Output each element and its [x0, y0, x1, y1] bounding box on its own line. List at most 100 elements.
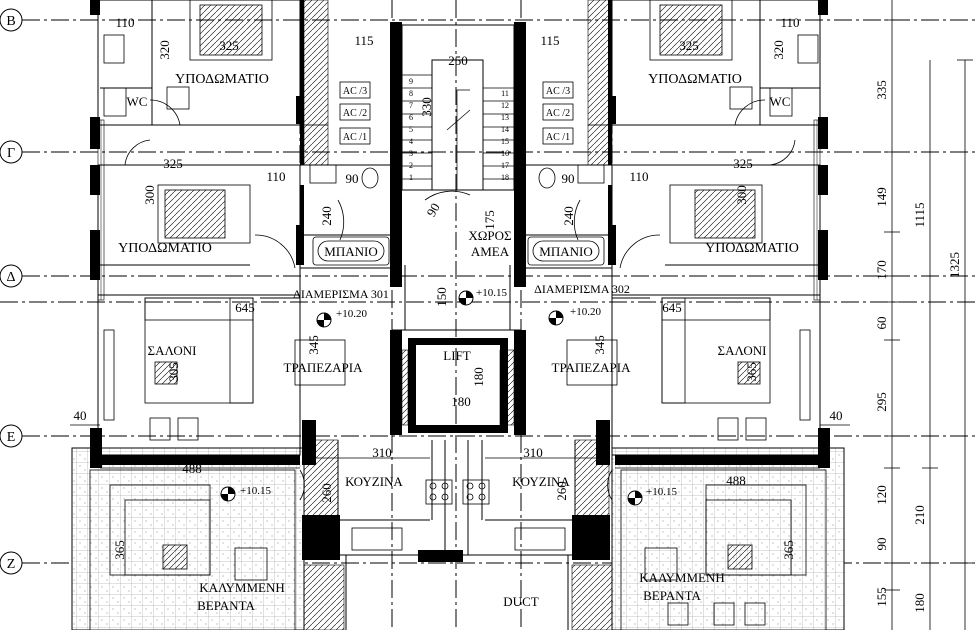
- wc-label-left: WC: [127, 94, 148, 109]
- level-text-right: +10.20: [570, 306, 601, 318]
- level-text-left: +10.20: [336, 308, 367, 320]
- rdim-60: 60: [874, 317, 889, 330]
- grid-bubble-b: Β: [0, 8, 23, 32]
- living-room-label-left: ΣΑΛΟΝΙ: [148, 343, 197, 358]
- structural-walls: [90, 0, 830, 562]
- stair-step-16: 16: [501, 149, 509, 158]
- stair-step-5: 5: [409, 125, 413, 134]
- grid-label-d: Δ: [6, 270, 15, 285]
- stair-step-3: 3: [409, 149, 413, 158]
- stair-treads: [402, 74, 514, 190]
- dim-300-right: 300: [734, 185, 749, 205]
- wc-label-right: WC: [770, 94, 791, 109]
- veranda-label-right-1: ΚΑΛΥΜΜΕΝΗ: [639, 570, 724, 585]
- dim-325-mid-right: 325: [733, 156, 753, 171]
- grid-label-b: Β: [6, 14, 15, 29]
- furniture: [103, 0, 819, 626]
- dim-40-right: 40: [830, 408, 843, 423]
- level-markers: [220, 290, 643, 506]
- ac-labels: AC /3 AC /2 AC /1 AC /3 AC /2 AC /1: [343, 86, 570, 143]
- dim-90-stair: 90: [423, 200, 442, 219]
- dim-150: 150: [434, 287, 449, 307]
- dim-645-left: 645: [235, 300, 255, 315]
- dim-240-left: 240: [319, 206, 334, 226]
- bedroom-label-mid-left: ΥΠΟΔΩΜΑΤΙΟ: [118, 241, 212, 256]
- stair-numbers: 9 8 7 6 5 4 3 2 1 11 12 13 14 15 16 17 1…: [409, 77, 509, 182]
- common-area-line-2: ΑΜΕΑ: [471, 244, 510, 259]
- dim-300-left: 300: [142, 185, 157, 205]
- dim-305-left: 305: [166, 362, 181, 382]
- dim-110-mid-left: 110: [266, 169, 285, 184]
- ac-label-left-3: AC /3: [343, 86, 367, 97]
- dim-325-top-right: 325: [679, 38, 699, 53]
- dim-90-right: 90: [562, 171, 575, 186]
- dim-345-right: 345: [592, 335, 607, 355]
- stair-step-13: 13: [501, 113, 509, 122]
- dim-260-left: 260: [319, 483, 334, 503]
- grid-bubble-c: Γ: [0, 140, 23, 164]
- rdim-90: 90: [874, 538, 889, 551]
- duct-label: DUCT: [503, 594, 538, 609]
- common-area-line-1: ΧΩΡΟΣ: [468, 228, 511, 243]
- dim-320-left: 320: [157, 40, 172, 60]
- stair-step-14: 14: [501, 125, 509, 134]
- dim-330: 330: [419, 97, 434, 117]
- level-text-veranda-left: +10.15: [240, 485, 271, 497]
- dim-310-left: 310: [372, 445, 392, 460]
- rdim-1325: 1325: [947, 252, 962, 278]
- dim-325-top-left: 325: [219, 38, 239, 53]
- rdim-155: 155: [874, 587, 889, 607]
- stair-step-8: 8: [409, 89, 413, 98]
- veranda-floor: [71, 447, 845, 630]
- stair-step-17: 17: [501, 161, 509, 170]
- bathroom-label-left: ΜΠΑΝΙΟ: [324, 244, 377, 259]
- kitchen-label-right: ΚΟΥΖΙΝΑ: [512, 474, 570, 489]
- ac-label-right-2: AC /2: [546, 108, 570, 119]
- rdim-180: 180: [912, 593, 927, 613]
- grid-label-z: Ζ: [7, 557, 16, 572]
- dining-label-left: ΤΡΑΠΕΖΑΡΙΑ: [284, 360, 364, 375]
- level-text-center: +10.15: [476, 287, 507, 299]
- dim-260-right: 260: [554, 481, 569, 501]
- rdim-149: 149: [874, 187, 889, 207]
- veranda-label-left-1: ΚΑΛΥΜΜΕΝΗ: [199, 580, 284, 595]
- dim-320-right: 320: [771, 40, 786, 60]
- dim-115-right: 115: [540, 33, 559, 48]
- dim-325-mid-left: 325: [163, 156, 183, 171]
- dim-115-left: 115: [354, 33, 373, 48]
- ac-label-right-1: AC /1: [546, 132, 570, 143]
- bathroom-label-right: ΜΠΑΝΙΟ: [539, 244, 592, 259]
- hatched-walls: [97, 0, 821, 630]
- stair-step-9: 9: [409, 77, 413, 86]
- grid-label-c: Γ: [7, 146, 15, 161]
- stair-step-15: 15: [501, 137, 509, 146]
- room-labels: ΥΠΟΔΩΜΑΤΙΟ ΥΠΟΔΩΜΑΤΙΟ ΥΠΟΔΩΜΑΤΙΟ ΥΠΟΔΩΜΑ…: [118, 72, 799, 613]
- rdim-295: 295: [874, 392, 889, 412]
- dim-250: 250: [448, 53, 468, 68]
- dining-label-right: ΤΡΑΠΕΖΑΡΙΑ: [552, 360, 632, 375]
- rdim-170: 170: [874, 260, 889, 280]
- grid-label-e: Ε: [7, 430, 16, 445]
- dim-180-lift-v: 180: [471, 367, 486, 387]
- stair-step-7: 7: [409, 101, 413, 110]
- living-room-label-right: ΣΑΛΟΝΙ: [718, 343, 767, 358]
- bedroom-label-mid-right: ΥΠΟΔΩΜΑΤΙΟ: [705, 241, 799, 256]
- veranda-label-right-2: ΒΕΡΑΝΤΑ: [643, 588, 701, 603]
- room-dimensions: 110 110 320 320 325 325 115 115 250 330 …: [74, 15, 843, 560]
- dim-488-right: 488: [726, 473, 746, 488]
- dim-180-lift-h: 180: [451, 394, 471, 409]
- dim-175: 175: [482, 210, 497, 230]
- dim-110-top-left: 110: [115, 15, 134, 30]
- dim-365-right: 365: [744, 362, 759, 382]
- dim-90-left: 90: [346, 171, 359, 186]
- dim-310-right: 310: [523, 445, 543, 460]
- dim-240-right: 240: [561, 206, 576, 226]
- right-dimension-texts: 335 149 170 60 295 120 90 155 1115 210 1…: [874, 80, 962, 613]
- veranda-label-left-2: ΒΕΡΑΝΤΑ: [197, 598, 255, 613]
- grid-bubble-z: Ζ: [0, 551, 23, 575]
- apartment-301-label: ΔΙΑΜΕΡΙΣΜΑ 301: [293, 287, 389, 301]
- dim-365-veranda-right: 365: [781, 540, 796, 560]
- stair-step-12: 12: [501, 101, 509, 110]
